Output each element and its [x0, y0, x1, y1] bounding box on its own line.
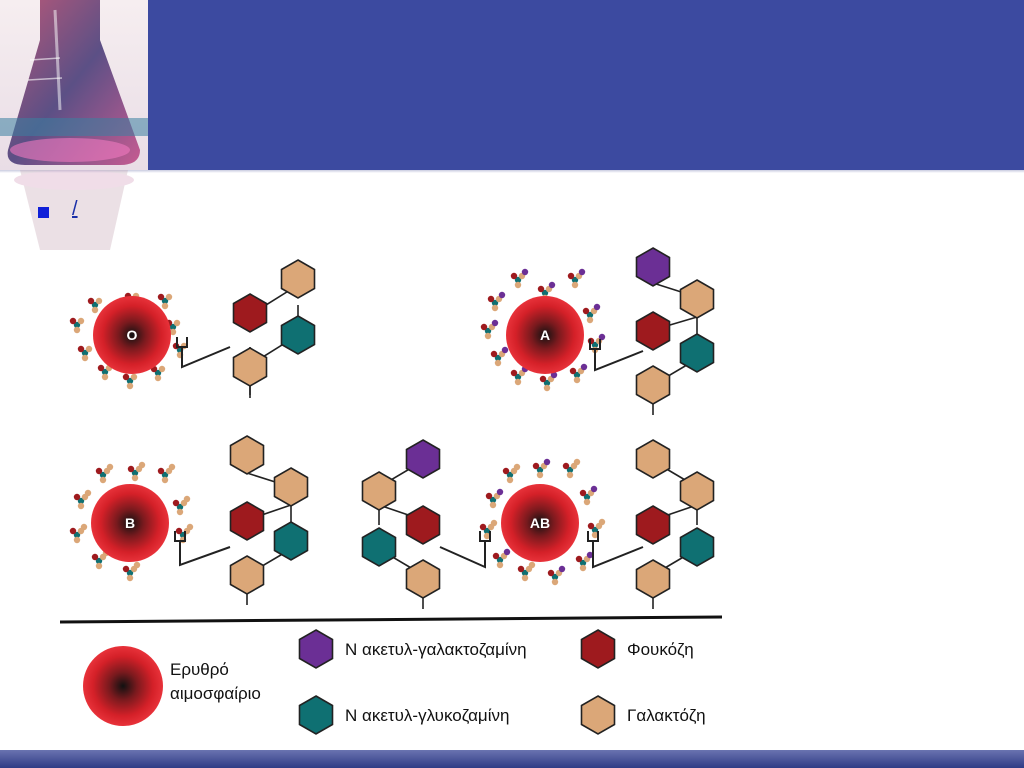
- legend-galactose-icon: [580, 695, 616, 735]
- legend-galnac-icon: [298, 629, 334, 669]
- chain-b: [229, 435, 309, 605]
- cell-label-o: O: [127, 327, 138, 343]
- footer-bar: [0, 750, 1024, 768]
- chain-o: [232, 259, 316, 398]
- legend-glcnac-label: N ακετυλ-γλυκοζαμίνη: [345, 706, 509, 725]
- header-bar: [148, 0, 1024, 170]
- header-divider: [0, 170, 1024, 173]
- cell-label-a: A: [540, 327, 550, 343]
- cell-b-group: B: [69, 435, 309, 605]
- chain-a: [635, 247, 715, 415]
- legend-galnac-label: N ακετυλ-γαλακτοζαμίνη: [345, 640, 527, 659]
- legend-glcnac-icon: [298, 695, 334, 735]
- cell-label-b: B: [125, 515, 135, 531]
- chain-ab-right: [635, 439, 715, 609]
- bullet-marker: [38, 207, 49, 218]
- blood-type-antigen-diagram: O A: [59, 247, 723, 735]
- red-cell-a: [506, 296, 584, 374]
- legend-red-cell-icon: [83, 646, 163, 726]
- cell-ab-group: AB: [361, 439, 715, 609]
- legend-red-cell-line1: Ερυθρό: [170, 660, 229, 679]
- red-cell-b: [91, 484, 169, 562]
- legend: Ερυθρό αιμοσφαίριο N ακετυλ-γαλακτοζαμίν…: [83, 629, 706, 735]
- legend-galactose-label: Γαλακτόζη: [627, 706, 706, 725]
- cell-label-ab: AB: [530, 515, 550, 531]
- legend-fucose-label: Φουκόζη: [627, 640, 694, 659]
- red-cell-ab: [501, 484, 579, 562]
- legend-red-cell-line2: αιμοσφαίριο: [170, 684, 261, 703]
- bullet-link[interactable]: /: [72, 198, 78, 220]
- cell-o-group: O: [69, 259, 316, 398]
- legend-fucose-icon: [580, 629, 616, 669]
- flask-image: [0, 0, 148, 170]
- flask-reflection: [14, 170, 134, 250]
- cell-a-group: A: [480, 247, 715, 415]
- legend-divider: [59, 615, 723, 624]
- chain-ab-left: [361, 439, 441, 609]
- red-cell-o: [93, 296, 171, 374]
